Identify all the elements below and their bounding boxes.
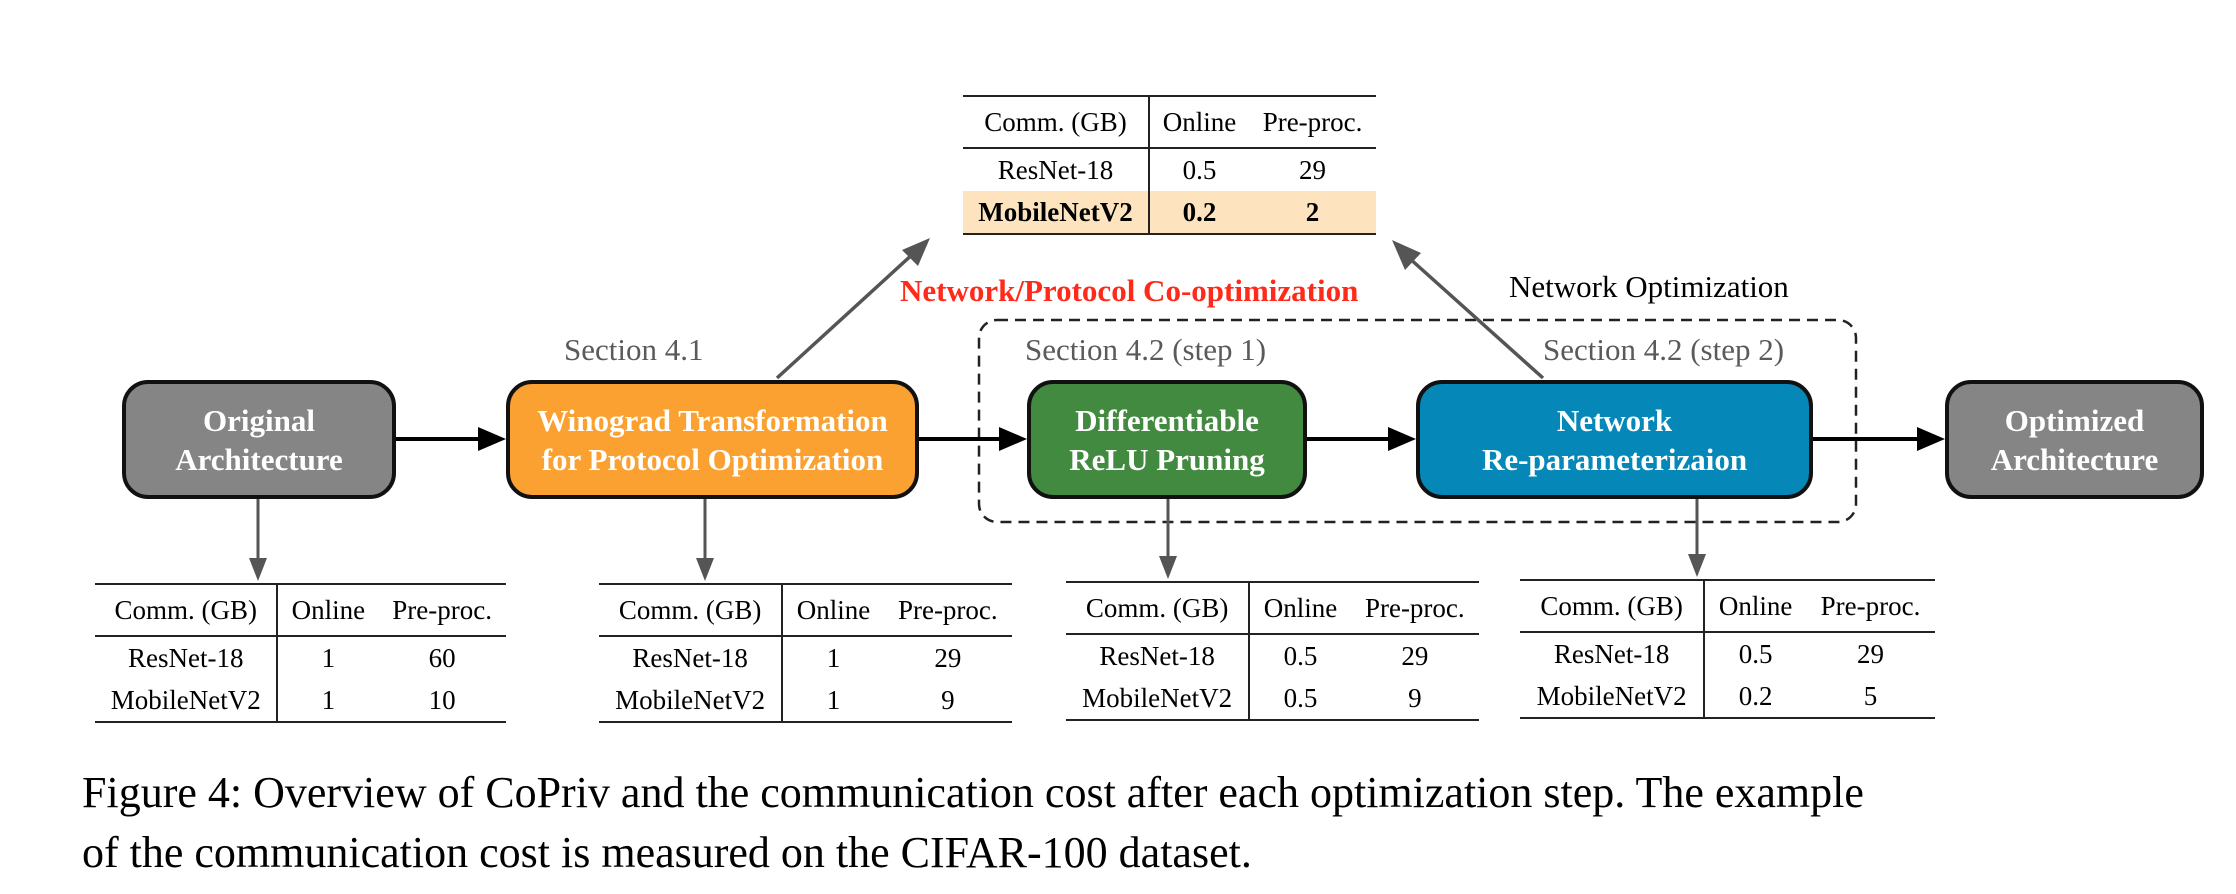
header-comm: Comm. (GB) xyxy=(95,584,279,637)
cell-preproc: 9 xyxy=(941,685,955,715)
table-row: ResNet-18 0.5 29 xyxy=(963,148,1376,191)
cell-model: ResNet-18 xyxy=(95,636,279,679)
cell-online: 0.5 xyxy=(1182,155,1217,185)
cell-preproc: 29 xyxy=(1857,639,1884,669)
table-row: MobileNetV2 1 10 xyxy=(95,679,506,722)
flow-arrow-pruning-to-reparam xyxy=(1307,427,1416,451)
label-section-4-1: Section 4.1 xyxy=(564,332,704,367)
header-comm: Comm. (GB) xyxy=(963,96,1150,149)
down-arrow-pruning-table xyxy=(1159,499,1177,579)
figure-caption-line-1: Figure 4: Overview of CoPriv and the com… xyxy=(82,768,1864,817)
table-row: MobileNetV2 0.5 9 xyxy=(1066,677,1479,720)
box-line: Winograd Transformation xyxy=(537,402,888,438)
header-preproc: Pre-proc. xyxy=(883,584,1012,637)
cell-model: MobileNetV2 xyxy=(963,191,1150,234)
label-network-protocol-cooptimization: Network/Protocol Co-optimization xyxy=(900,273,1359,308)
down-arrow-original-table xyxy=(249,499,267,581)
header-comm: Comm. (GB) xyxy=(1066,582,1251,635)
cell-preproc: 29 xyxy=(1299,155,1327,185)
box-differentiable-relu-pruning: Differentiable ReLU Pruning xyxy=(1027,380,1307,499)
table-header-row: Comm. (GB) Online Pre-proc. xyxy=(599,584,1012,637)
table-row: ResNet-18 1 60 xyxy=(95,636,506,679)
header-online: Online xyxy=(1249,582,1351,635)
cell-preproc: 2 xyxy=(1249,191,1376,234)
flow-arrow-original-to-winograd xyxy=(396,427,506,451)
diag-arrow-winograd-to-top-table xyxy=(775,238,930,380)
box-line: Network xyxy=(1556,402,1673,438)
cell-preproc: 29 xyxy=(1401,641,1429,671)
cell-model: MobileNetV2 xyxy=(95,679,279,722)
down-arrow-winograd-table xyxy=(696,499,714,581)
header-preproc: Pre-proc. xyxy=(1249,96,1376,149)
comm-table-final: Comm. (GB) Online Pre-proc. ResNet-18 0.… xyxy=(963,95,1376,235)
diag-arrow-reparam-to-top-table xyxy=(1392,240,1545,380)
cell-online: 0.2 xyxy=(1148,191,1250,234)
cell-online: 0.5 xyxy=(1738,639,1773,669)
cell-model: MobileNetV2 xyxy=(1066,677,1251,720)
comm-table-pruning: Comm. (GB) Online Pre-proc. ResNet-18 0.… xyxy=(1066,581,1479,721)
cell-model: MobileNetV2 xyxy=(1520,675,1706,718)
header-online: Online xyxy=(277,584,379,637)
cell-model: MobileNetV2 xyxy=(599,679,784,722)
label-section-4-2-step-1: Section 4.2 (step 1) xyxy=(1025,332,1267,367)
header-preproc: Pre-proc. xyxy=(378,584,506,637)
cell-online: 1 xyxy=(321,643,336,673)
down-arrow-reparam-table xyxy=(1688,499,1706,577)
cell-preproc: 5 xyxy=(1863,681,1878,711)
box-line: Re-parameterizaion xyxy=(1481,441,1748,477)
cell-model: ResNet-18 xyxy=(599,636,784,679)
figure-caption-line-2: of the communication cost is measured on… xyxy=(82,828,1252,877)
cell-online: 1 xyxy=(826,685,841,715)
box-winograd-transformation: Winograd Transformation for Protocol Opt… xyxy=(506,380,919,499)
comm-table-original: Comm. (GB) Online Pre-proc. ResNet-18 1 … xyxy=(95,583,506,723)
table-row-highlighted: MobileNetV2 0.2 2 xyxy=(963,191,1376,234)
table-row: ResNet-18 1 29 xyxy=(599,636,1012,679)
box-line: Original xyxy=(203,402,315,438)
comm-table-reparam: Comm. (GB) Online Pre-proc. ResNet-18 0.… xyxy=(1520,579,1935,719)
box-line: ReLU Pruning xyxy=(1069,441,1265,477)
box-line: Differentiable xyxy=(1075,402,1259,438)
cell-model: ResNet-18 xyxy=(963,148,1150,191)
cell-model: ResNet-18 xyxy=(1520,632,1706,675)
cell-online: 1 xyxy=(826,643,841,673)
table-header-row: Comm. (GB) Online Pre-proc. xyxy=(95,584,506,637)
cell-preproc: 60 xyxy=(428,643,456,673)
cell-preproc: 10 xyxy=(428,685,456,715)
header-preproc: Pre-proc. xyxy=(1350,582,1479,635)
table-row: MobileNetV2 0.2 5 xyxy=(1520,675,1935,718)
header-preproc: Pre-proc. xyxy=(1806,580,1935,633)
table-header-row: Comm. (GB) Online Pre-proc. xyxy=(1066,582,1479,635)
comm-table-winograd: Comm. (GB) Online Pre-proc. ResNet-18 1 … xyxy=(599,583,1012,723)
label-section-4-2-step-2: Section 4.2 (step 2) xyxy=(1543,332,1785,367)
table-header-row: Comm. (GB) Online Pre-proc. xyxy=(963,96,1376,149)
cell-online: 0.5 xyxy=(1283,683,1318,713)
header-online: Online xyxy=(1148,96,1250,149)
header-comm: Comm. (GB) xyxy=(1520,580,1706,633)
cell-preproc: 9 xyxy=(1408,683,1422,713)
table-header-row: Comm. (GB) Online Pre-proc. xyxy=(1520,580,1935,633)
flow-arrow-winograd-to-pruning xyxy=(919,427,1027,451)
header-comm: Comm. (GB) xyxy=(599,584,784,637)
flow-arrow-reparam-to-optimized xyxy=(1813,427,1945,451)
header-online: Online xyxy=(782,584,884,637)
box-line: for Protocol Optimization xyxy=(541,441,884,477)
label-network-optimization: Network Optimization xyxy=(1509,269,1789,304)
cell-online: 0.5 xyxy=(1283,641,1318,671)
network-optimization-group xyxy=(977,318,1858,524)
box-optimized-architecture: Optimized Architecture xyxy=(1945,380,2204,499)
cell-model: ResNet-18 xyxy=(1066,634,1251,677)
box-line: Optimized xyxy=(2004,402,2145,438)
cell-online: 1 xyxy=(321,685,336,715)
cell-online: 0.2 xyxy=(1738,681,1773,711)
header-online: Online xyxy=(1704,580,1806,633)
table-row: ResNet-18 0.5 29 xyxy=(1520,632,1935,675)
cell-preproc: 29 xyxy=(934,643,962,673)
box-line: Architecture xyxy=(175,441,343,477)
box-original-architecture: Original Architecture xyxy=(122,380,396,499)
box-network-reparameterization: Network Re-parameterizaion xyxy=(1416,380,1813,499)
table-row: MobileNetV2 1 9 xyxy=(599,679,1012,722)
box-line: Architecture xyxy=(1990,441,2159,477)
table-row: ResNet-18 0.5 29 xyxy=(1066,634,1479,677)
